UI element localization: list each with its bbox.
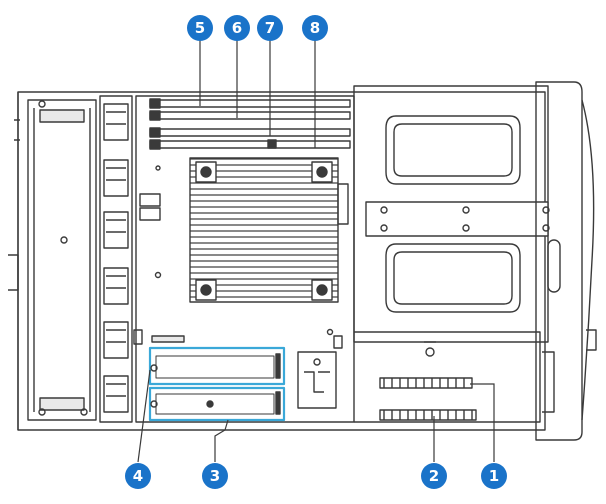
callout-badge (187, 15, 213, 41)
callout-2: 2 (421, 463, 447, 489)
callout-6: 6 (224, 15, 250, 41)
callout-5: 5 (187, 15, 213, 41)
callout-8: 8 (302, 15, 328, 41)
callout-badge (257, 15, 283, 41)
callout-number: 2 (429, 467, 439, 485)
leader-lines (137, 40, 495, 463)
motherboard (133, 95, 541, 423)
callout-number: 4 (133, 467, 143, 485)
callout-number: 8 (310, 19, 320, 37)
drive-cage (353, 85, 550, 357)
pin-headers (379, 377, 477, 421)
board-components (297, 335, 343, 409)
callout-4: 4 (125, 463, 151, 489)
cpu-heatsink (189, 157, 349, 303)
callout-number: 5 (195, 19, 205, 37)
callout-badge (224, 15, 250, 41)
front-bezel (535, 81, 597, 441)
callout-badge (202, 463, 228, 489)
fan-vent-column (99, 95, 133, 423)
leader-1 (470, 383, 495, 462)
leader-4 (137, 369, 151, 463)
callout-1: 1 (481, 463, 507, 489)
callout-3: 3 (202, 463, 228, 489)
callout-number: 7 (265, 19, 275, 37)
chassis (8, 91, 546, 431)
callout-badge (302, 15, 328, 41)
callout-badge (481, 463, 507, 489)
callout-badge (125, 463, 151, 489)
callout-badge (421, 463, 447, 489)
callout-number: 1 (489, 467, 499, 485)
leader-3 (214, 419, 229, 462)
memory-slots (149, 98, 351, 150)
callout-7: 7 (257, 15, 283, 41)
m2-slots (148, 346, 286, 422)
callout-number: 6 (232, 19, 242, 37)
callout-number: 3 (210, 467, 220, 485)
